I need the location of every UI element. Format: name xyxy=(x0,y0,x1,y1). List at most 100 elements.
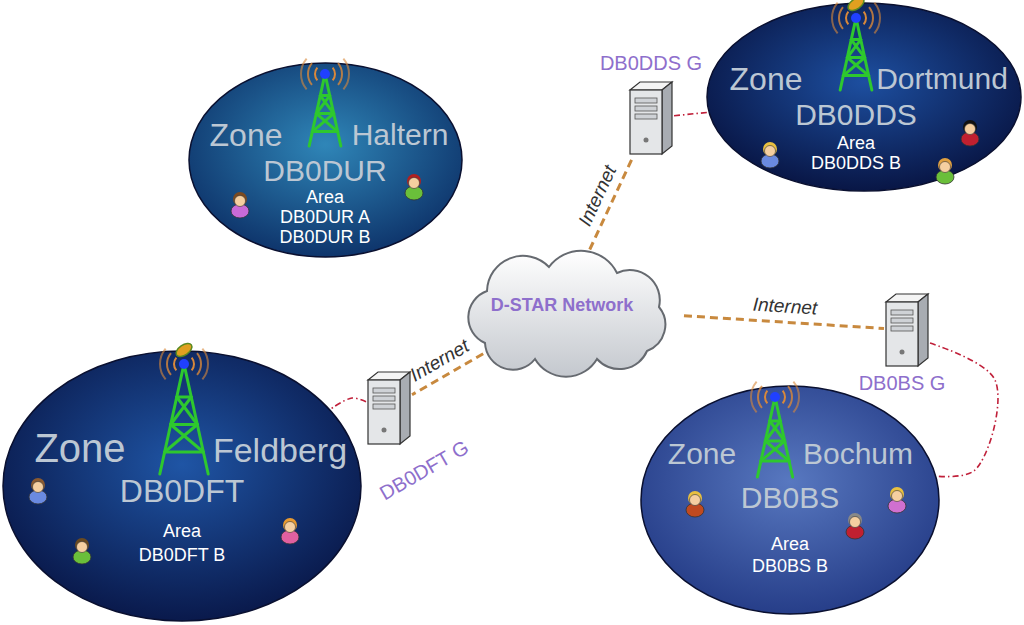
drive-bay xyxy=(891,326,913,331)
drive-bay xyxy=(635,98,657,103)
antenna-tower xyxy=(832,0,880,90)
server-icon xyxy=(886,294,928,366)
radio-wave xyxy=(874,3,880,34)
internet-link xyxy=(684,316,884,329)
tower-strut xyxy=(312,130,337,133)
radio-wave xyxy=(839,7,843,29)
zone-name: Zone xyxy=(34,426,125,470)
user-icon xyxy=(405,174,423,200)
tower-strut xyxy=(312,114,333,132)
zone-name: Zone xyxy=(730,62,803,97)
radio-wave xyxy=(308,63,312,85)
tower-strut xyxy=(184,364,208,474)
tower-strut xyxy=(775,397,793,477)
tower-strut xyxy=(843,74,868,77)
user-hair xyxy=(233,192,247,206)
user-head xyxy=(33,482,44,493)
zone-ellipse: ZoneHalternDB0DURAreaDB0DUR ADB0DUR B xyxy=(188,62,463,258)
radio-wave xyxy=(167,353,171,375)
network-name: D-STAR Network xyxy=(491,296,634,316)
radio-wave xyxy=(869,7,873,29)
internet-link xyxy=(590,156,634,250)
link-label: Internet xyxy=(752,295,818,320)
server-side xyxy=(400,372,410,444)
gateway-callsign: DB0DDS G xyxy=(600,52,702,74)
repeater-callsign: DB0BS xyxy=(741,481,839,514)
radio-wave xyxy=(765,391,767,404)
zone-shape xyxy=(641,386,939,614)
gateway-link xyxy=(674,112,708,115)
gateway-link xyxy=(930,343,998,477)
tower-strut xyxy=(171,425,204,453)
repeater-callsign: DB0DUR xyxy=(263,154,386,187)
power-button xyxy=(900,350,905,355)
user-hair xyxy=(75,538,89,552)
user-head xyxy=(690,495,701,506)
antenna-tower xyxy=(751,382,799,477)
server-side xyxy=(662,82,672,154)
area-text: Area xyxy=(163,522,201,542)
antenna-tip xyxy=(320,69,330,79)
server-icon xyxy=(630,82,672,154)
radio-wave xyxy=(758,386,762,408)
zone-shape xyxy=(3,351,361,621)
user-head xyxy=(850,517,861,528)
user-head xyxy=(235,196,246,207)
zone-ellipse: ZoneFeldbergDB0DFTAreaDB0DFT B xyxy=(2,350,362,622)
radio-wave xyxy=(338,63,342,85)
antenna-tip xyxy=(179,359,189,369)
satellite-dish xyxy=(174,341,194,360)
user-head xyxy=(77,542,88,553)
power-button xyxy=(644,138,649,143)
radio-wave xyxy=(315,68,317,81)
user-hair xyxy=(31,478,45,492)
area-text: DB0DUR B xyxy=(279,228,370,248)
tower-strut xyxy=(761,441,785,461)
gateway-server: DB0DDS G xyxy=(628,80,674,156)
radio-wave xyxy=(197,353,201,375)
user-hair xyxy=(890,487,904,501)
tower-strut xyxy=(761,460,789,463)
radio-wave xyxy=(864,12,866,25)
area-text: Area xyxy=(837,134,875,154)
user-hair xyxy=(938,158,952,172)
server-art xyxy=(366,370,412,446)
zone-name: Feldberg xyxy=(213,432,347,469)
tower-strut xyxy=(316,114,337,132)
zone-name: Haltern xyxy=(352,118,449,151)
repeater-callsign: DB0DFT xyxy=(120,474,244,509)
server-icon xyxy=(368,372,410,444)
server-front xyxy=(368,380,400,444)
radio-wave xyxy=(301,59,307,90)
gateway-server: DB0DFT G xyxy=(366,370,412,446)
drive-bay xyxy=(891,310,913,315)
zone-shape xyxy=(707,3,1021,191)
tower-strut xyxy=(757,397,775,477)
radio-wave xyxy=(783,391,785,404)
user-hair xyxy=(407,174,421,188)
drive-bay xyxy=(373,404,395,409)
radio-wave xyxy=(751,382,757,413)
drive-bay xyxy=(373,396,395,401)
radio-wave xyxy=(333,68,335,81)
antenna-tip xyxy=(770,392,780,402)
user-icon xyxy=(686,491,704,517)
gateway-server: DB0BS G xyxy=(884,292,930,368)
tower-strut xyxy=(171,397,192,425)
user-hair xyxy=(283,518,297,532)
cloud-shape xyxy=(468,251,665,377)
drive-bay xyxy=(635,106,657,111)
user-icon xyxy=(936,158,954,184)
user-head xyxy=(940,162,951,173)
tower-strut xyxy=(316,96,329,114)
area-text: DB0BS B xyxy=(752,557,828,577)
user-icon xyxy=(888,487,906,513)
antenna-tip xyxy=(851,13,861,23)
area-text: DB0DUR A xyxy=(280,208,370,228)
user-icon xyxy=(73,538,91,564)
satellite-dish xyxy=(846,0,866,13)
link-label: Internet xyxy=(407,336,473,386)
antenna-tower xyxy=(301,59,349,146)
